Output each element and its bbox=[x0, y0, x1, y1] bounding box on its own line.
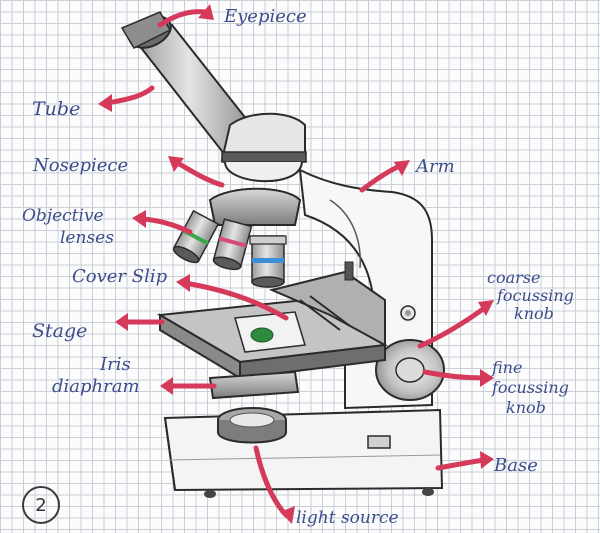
label-light-source: light source bbox=[296, 508, 399, 528]
arrow-heads bbox=[98, 4, 494, 524]
iris-diaphragm-drawing bbox=[208, 370, 300, 400]
label-cover-slip: Cover Slip bbox=[72, 266, 168, 287]
label-arm: Arm bbox=[416, 156, 455, 177]
label-fine-3: knob bbox=[506, 398, 546, 417]
label-stage: Stage bbox=[32, 320, 88, 342]
arrow-nosepiece bbox=[173, 159, 225, 188]
arrow-eyepiece bbox=[157, 9, 208, 28]
objective-lenses-drawing bbox=[172, 209, 287, 288]
page-number: 2 bbox=[22, 486, 60, 524]
label-objective-lenses-1: Objective bbox=[22, 206, 104, 226]
arrow-objective bbox=[139, 216, 193, 235]
label-coarse-1: coarse bbox=[487, 268, 541, 287]
label-tube: Tube bbox=[32, 98, 81, 120]
fine-focus-knob-drawing bbox=[375, 339, 445, 401]
arrow-fine bbox=[422, 369, 487, 381]
arrow-cover-slip bbox=[182, 280, 289, 321]
arrow-arm bbox=[359, 162, 405, 193]
label-objective-lenses-2: lenses bbox=[60, 228, 114, 248]
arrow-coarse bbox=[417, 304, 489, 349]
microscope-stage bbox=[156, 261, 389, 380]
label-iris-2: diaphram bbox=[52, 376, 140, 397]
arrow-light-source bbox=[253, 445, 289, 518]
label-fine-2: focussing bbox=[492, 378, 569, 397]
arrow-base bbox=[435, 457, 487, 471]
label-iris-1: Iris bbox=[100, 354, 131, 375]
microscope-base bbox=[163, 408, 444, 498]
label-coarse-3: knob bbox=[514, 304, 554, 323]
microscope-head bbox=[208, 112, 307, 226]
label-nosepiece: Nosepiece bbox=[33, 155, 129, 176]
arrow-tube bbox=[105, 85, 155, 106]
label-base: Base bbox=[494, 455, 538, 476]
label-eyepiece: Eyepiece bbox=[224, 6, 307, 27]
label-fine-1: fine bbox=[492, 358, 523, 377]
light-source-drawing bbox=[217, 407, 287, 444]
label-coarse-2: focussing bbox=[497, 286, 574, 305]
microscope-tube bbox=[120, 11, 257, 157]
